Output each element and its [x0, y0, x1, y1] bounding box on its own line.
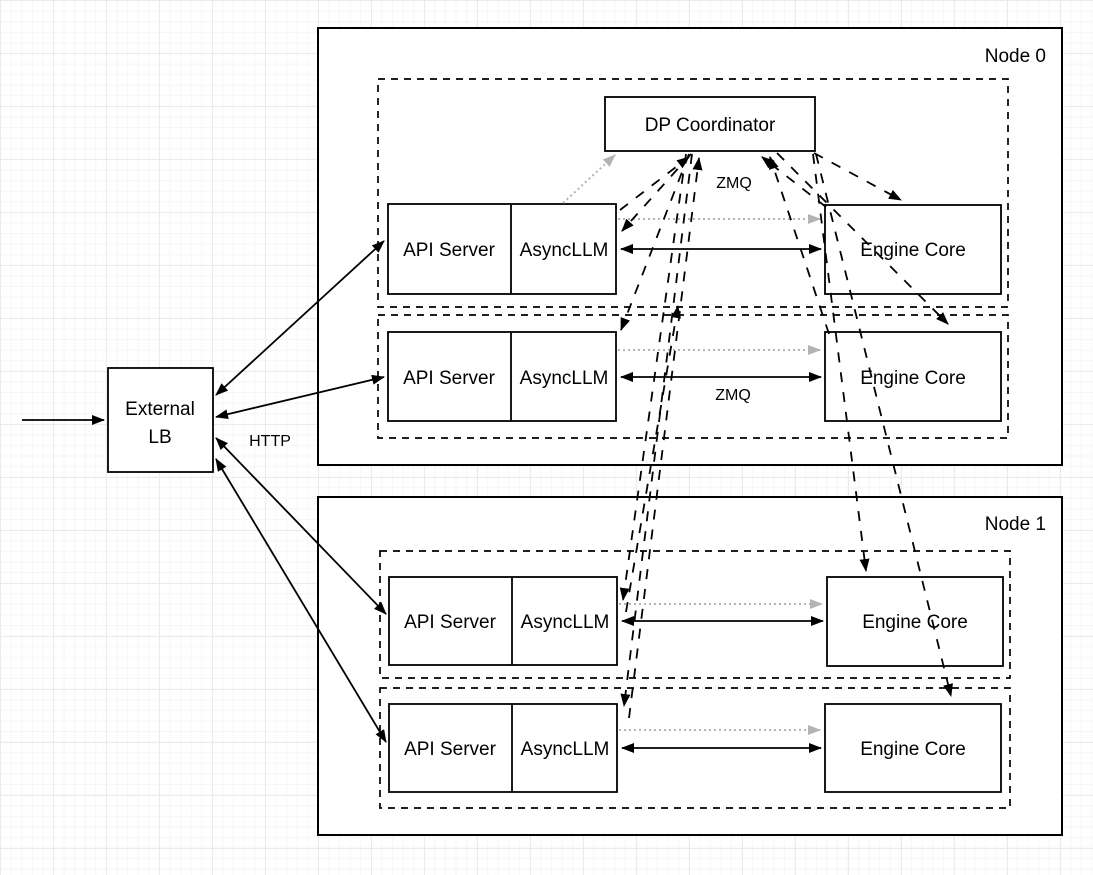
edge-dashed-coordinator-to-enginecore-node0-row0 [813, 152, 902, 201]
edge-dashed-coordinator-to-enginecore-node1-row1 [815, 153, 953, 697]
http-label: HTTP [249, 433, 291, 450]
api-server-label: API Server [403, 368, 496, 389]
edge-lb-apiserver-node1-row1 [215, 458, 387, 743]
asyncllm-label: AsyncLLM [520, 240, 609, 261]
engine-core-node0-row0: Engine Core [824, 204, 1002, 295]
api-asyncllm-node1-row0: API Server AsyncLLM [388, 576, 618, 666]
engine-core-label: Engine Core [860, 240, 966, 261]
api-asyncllm-box [388, 703, 618, 793]
node1-replica-group-0 [379, 550, 1011, 679]
engine-core-box [824, 204, 1002, 295]
dp-coordinator-label: DP Coordinator [645, 115, 776, 136]
edge-dashed-coordinator-to-enginecore-node0-row1 [776, 152, 949, 325]
node-0-label: Node 0 [985, 46, 1046, 67]
dp-coordinator: DP Coordinator [604, 96, 816, 152]
engine-core-label: Engine Core [860, 739, 966, 760]
engine-core-node1-row0: Engine Core [826, 576, 1004, 667]
api-asyncllm-box [387, 331, 617, 422]
zmq-label-coordinator: ZMQ [716, 175, 752, 192]
api-server-label: API Server [404, 612, 497, 633]
edge-lb-apiserver-node0-row1 [215, 374, 385, 420]
asyncllm-label: AsyncLLM [521, 612, 610, 633]
engine-core-box [824, 331, 1002, 422]
engine-core-node0-row1: Engine Core [824, 331, 1002, 422]
node-1-label: Node 1 [985, 514, 1046, 535]
edge-dashed-asyncllm-node0-row0-to-coordinator [619, 156, 690, 211]
engine-core-box [826, 576, 1004, 667]
asyncllm-label: AsyncLLM [520, 368, 609, 389]
node0-replica-group-0 [377, 78, 1009, 308]
external-lb-label-line1: External [125, 399, 195, 420]
api-asyncllm-node0-row0: API Server AsyncLLM [387, 203, 617, 295]
external-lb: External LB [107, 367, 214, 473]
edge-dashed-asyncllm-node1-row1-to-coordinator [628, 157, 703, 719]
dp-coordinator-box [604, 96, 816, 152]
api-asyncllm-node1-row1: API Server AsyncLLM [388, 703, 618, 793]
edge-dashed-coordinator-to-asyncllm-node1-row0 [619, 153, 687, 601]
api-server-label: API Server [403, 240, 496, 261]
external-lb-label-line2: LB [148, 427, 171, 448]
api-server-label: API Server [404, 739, 497, 760]
api-asyncllm-box [387, 203, 617, 295]
engine-core-box [824, 703, 1002, 793]
asyncllm-label: AsyncLLM [521, 739, 610, 760]
edge-lb-apiserver-node0-row0 [215, 240, 385, 396]
external-lb-box [107, 367, 214, 473]
node1-replica-group-1 [379, 687, 1011, 809]
edge-dashed-coordinator-to-asyncllm-node1-row1 [620, 153, 693, 707]
edge-dashed-coordinator-to-asyncllm-node0-row0 [621, 153, 692, 232]
api-asyncllm-box [388, 576, 618, 666]
api-asyncllm-node0-row1: API Server AsyncLLM [387, 331, 617, 422]
engine-core-label: Engine Core [862, 612, 968, 633]
edge-dotted-asyncllm-to-coordinator [562, 154, 616, 204]
engine-core-node1-row1: Engine Core [824, 703, 1002, 793]
engine-core-label: Engine Core [860, 368, 966, 389]
zmq-label-row1: ZMQ [715, 387, 751, 404]
